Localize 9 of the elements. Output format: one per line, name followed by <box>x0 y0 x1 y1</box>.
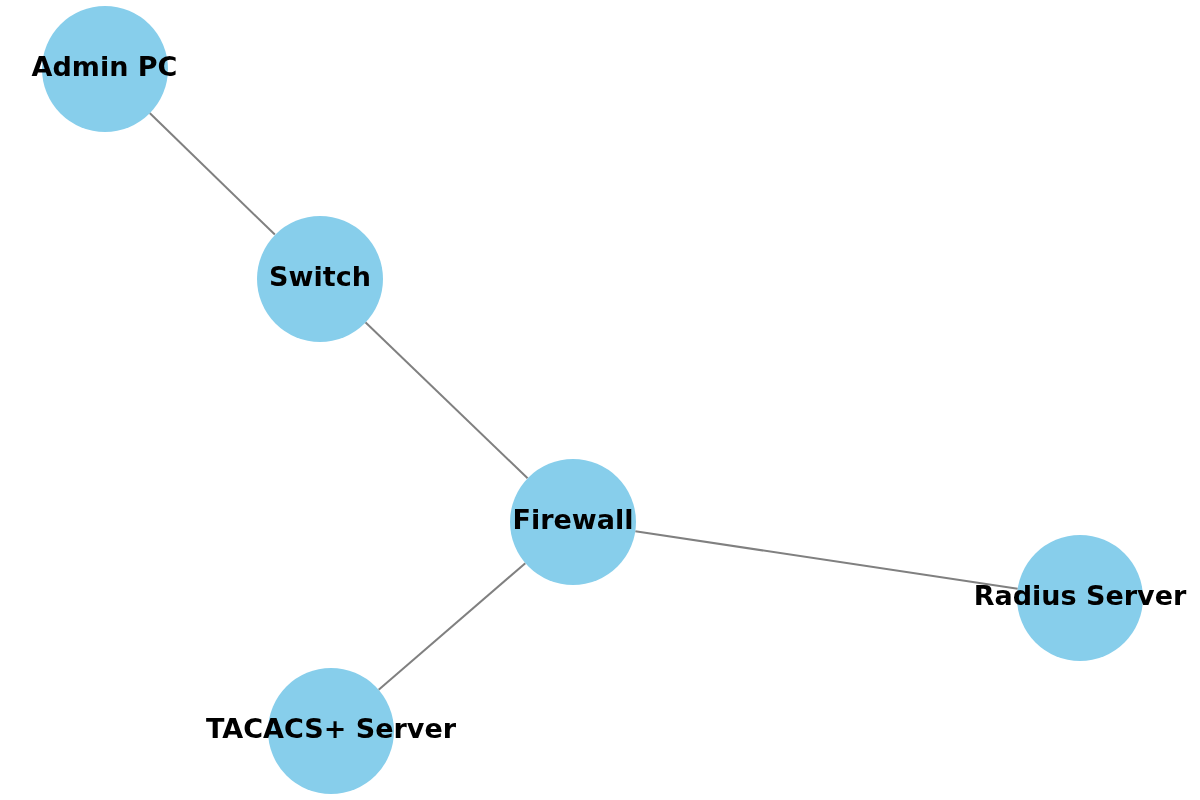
node-label: TACACS+ Server <box>206 713 456 745</box>
connector-line <box>634 530 1019 590</box>
connector-line <box>148 111 276 236</box>
node-label: Switch <box>269 260 371 292</box>
connector-line <box>364 321 529 480</box>
node-label: Firewall <box>512 504 634 536</box>
node-label: Radius Server <box>973 580 1187 612</box>
node-label: Admin PC <box>31 51 178 83</box>
connector-line <box>377 562 527 691</box>
